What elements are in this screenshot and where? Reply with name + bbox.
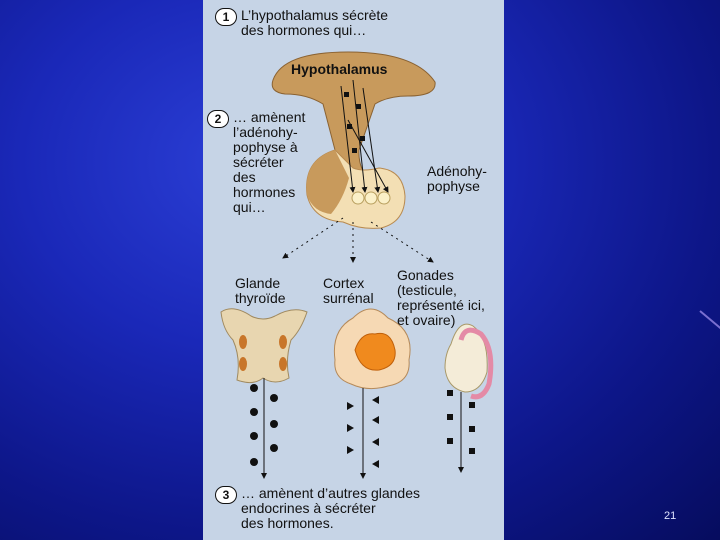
pituitary-output-arrows (282, 217, 434, 263)
neuron-arrows (340, 79, 389, 193)
step-3-text: … amènent d’autres glandes endocrines à … (241, 485, 420, 531)
thyroid-label: Glande thyroïde (235, 275, 286, 306)
pituitary-shape (306, 149, 406, 229)
step-1-badge: 1 (215, 8, 237, 26)
step-1-text: L’hypothalamus sécrète des hormones qui… (241, 7, 389, 38)
thyroid-gland (220, 308, 308, 384)
hormone-dots-hypothalamus (344, 92, 365, 153)
hypothalamus-shape (271, 51, 436, 187)
adenohypophyse-label: Adénohy- pophyse (427, 163, 487, 194)
testis-output (447, 390, 475, 473)
cortex-label: Cortex surrénal (323, 275, 374, 306)
testis (444, 323, 494, 400)
step-3-badge: 3 (215, 486, 237, 504)
gonades-label: Gonades (testicule, représenté ici, et o… (397, 267, 485, 328)
diagram-panel: 1 L’hypothalamus sécrète des hormones qu… (203, 0, 504, 540)
adrenal-gland (333, 308, 411, 390)
step-2-text: … amènent l’adénohy- pophyse à sécréter … (233, 109, 306, 215)
hypothalamus-label: Hypothalamus (291, 61, 388, 77)
endocrine-diagram (220, 51, 494, 479)
step-2-badge: 2 (207, 110, 229, 128)
page-number: 21 (664, 510, 677, 522)
adrenal-output (347, 388, 379, 479)
decorative-line (699, 310, 720, 332)
thyroid-output (250, 378, 278, 479)
